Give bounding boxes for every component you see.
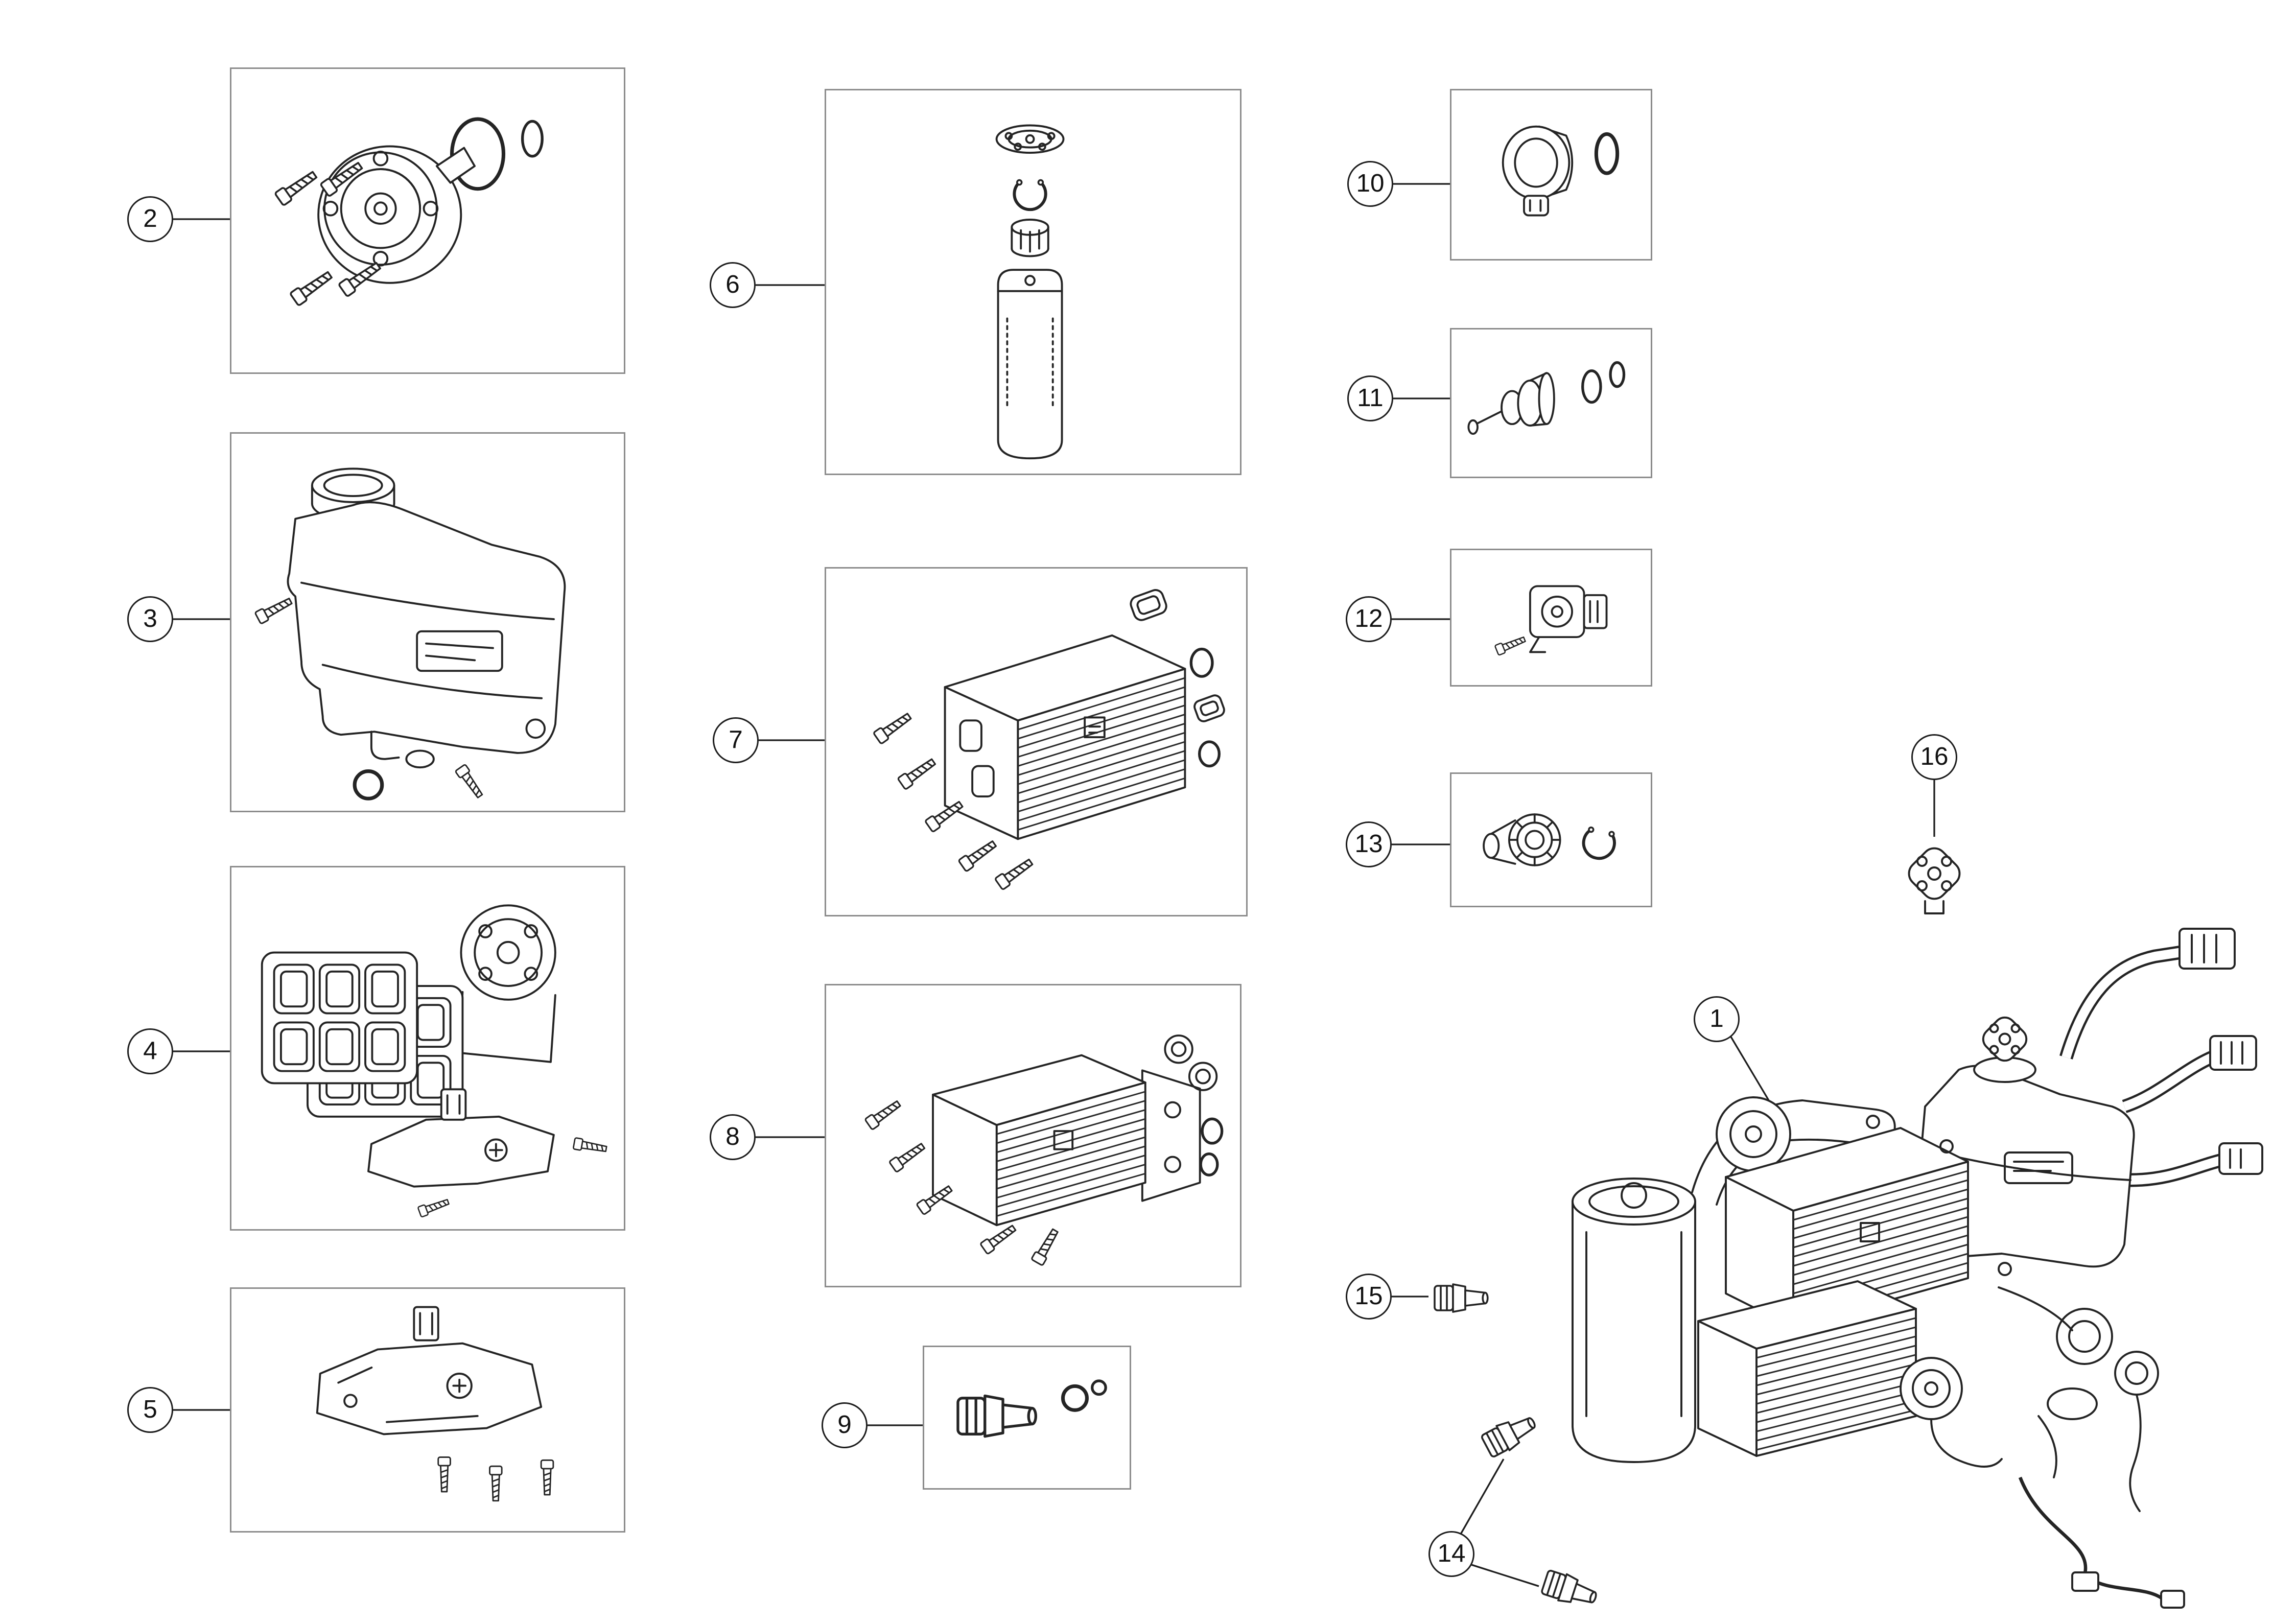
callout-3[interactable]: 3 bbox=[127, 596, 173, 642]
part-panel-8 bbox=[825, 984, 1241, 1287]
callout-14-label: 14 bbox=[1437, 1539, 1466, 1567]
callout-13[interactable]: 13 bbox=[1346, 821, 1392, 867]
callout-5-label: 5 bbox=[143, 1395, 157, 1423]
mounting-bracket-illustration bbox=[316, 1306, 554, 1502]
part-panel-10 bbox=[1450, 89, 1652, 261]
callout-1[interactable]: 1 bbox=[1694, 996, 1740, 1042]
oil-cooler-small-illustration bbox=[864, 1034, 1224, 1267]
sensor-pair-illustration-a bbox=[1479, 1408, 1541, 1460]
heat-exchanger-grid-illustration bbox=[261, 904, 608, 1218]
callout-16[interactable]: 16 bbox=[1911, 734, 1957, 780]
callout-2[interactable]: 2 bbox=[127, 196, 173, 242]
coupling-plug-illustration bbox=[1483, 813, 1651, 866]
callout-4[interactable]: 4 bbox=[127, 1028, 173, 1074]
callout-8-label: 8 bbox=[725, 1122, 740, 1150]
drier-cartridge-illustration bbox=[995, 124, 1065, 460]
callout-6[interactable]: 6 bbox=[710, 262, 756, 308]
callout-7-label: 7 bbox=[729, 725, 743, 754]
callout-6-label: 6 bbox=[725, 270, 740, 298]
callout-4-label: 4 bbox=[143, 1037, 157, 1065]
callout-5[interactable]: 5 bbox=[127, 1387, 173, 1433]
breather-cap-illustration bbox=[1908, 847, 1961, 914]
part-panel-5 bbox=[230, 1287, 625, 1533]
callout-10-label: 10 bbox=[1356, 169, 1385, 197]
callout-1-label: 1 bbox=[1709, 1004, 1724, 1032]
part-panel-2 bbox=[230, 67, 625, 374]
callout-9-label: 9 bbox=[837, 1410, 852, 1439]
sensor-illustration bbox=[1434, 1283, 1489, 1313]
callout-12-label: 12 bbox=[1354, 604, 1383, 632]
solenoid-connector-illustration bbox=[1494, 585, 1608, 656]
part-panel-4 bbox=[230, 866, 625, 1231]
callout-7[interactable]: 7 bbox=[713, 717, 759, 763]
callout-2-label: 2 bbox=[143, 204, 157, 232]
callout-3-label: 3 bbox=[143, 604, 157, 632]
part-panel-11 bbox=[1450, 328, 1652, 478]
part-panel-12 bbox=[1450, 549, 1652, 687]
callout-8[interactable]: 8 bbox=[710, 1114, 756, 1160]
callout-10[interactable]: 10 bbox=[1347, 161, 1393, 207]
coolant-pump-illustration bbox=[274, 117, 544, 307]
oil-cooler-illustration bbox=[872, 589, 1225, 891]
sealing-cap-illustration bbox=[1502, 125, 1620, 217]
temperature-sensor-illustration bbox=[924, 1379, 1107, 1488]
part-panel-3 bbox=[230, 432, 625, 812]
callout-15[interactable]: 15 bbox=[1346, 1274, 1392, 1320]
callout-11[interactable]: 11 bbox=[1347, 375, 1393, 421]
callout-12[interactable]: 12 bbox=[1346, 596, 1392, 642]
callout-14[interactable]: 14 bbox=[1428, 1531, 1474, 1577]
transmission-cooling-assembly-illustration bbox=[1572, 928, 2263, 1609]
callout-15-label: 15 bbox=[1354, 1282, 1383, 1310]
part-panel-9 bbox=[923, 1346, 1131, 1490]
part-panel-13 bbox=[1450, 772, 1652, 907]
callout-13-label: 13 bbox=[1354, 830, 1383, 858]
valve-insert-illustration bbox=[1467, 361, 1626, 435]
expansion-tank-illustration bbox=[254, 467, 566, 801]
part-panel-7 bbox=[825, 567, 1248, 916]
callout-16-label: 16 bbox=[1920, 742, 1949, 770]
part-panel-6 bbox=[825, 89, 1241, 475]
callout-9[interactable]: 9 bbox=[822, 1402, 868, 1448]
callout-11-label: 11 bbox=[1357, 384, 1384, 412]
